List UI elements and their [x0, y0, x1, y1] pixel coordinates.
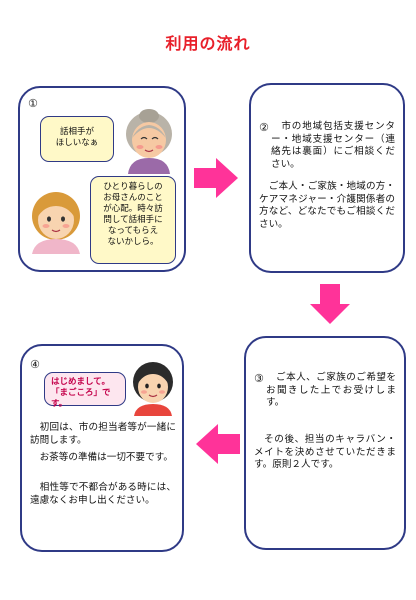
step-2-paragraph-1: 市の地域包括支援センター・地域支援センター（連絡先は裏面）にご相談ください。 — [271, 121, 395, 170]
step-4-paragraph-2: お茶等の準備は一切不要です。 — [30, 452, 173, 463]
step-4-number: ④ — [30, 358, 40, 371]
step-2-box: ② 市の地域包括支援センター・地域支援センター（連絡先は裏面）にご相談ください。… — [249, 83, 405, 273]
step-1-box: ① 話相手が ほしいなぁ ひとり暮らしの — [18, 86, 186, 272]
step-4-paragraph-3: 相性等で不都合がある時には、遠慮なくお申し出ください。 — [30, 482, 176, 506]
step-2-paragraph-2: ご本人・ご家族・地域の方・ケアマネジャー・介護関係者の方など、どなたでもご相談く… — [259, 181, 395, 230]
elderly-woman-icon — [120, 108, 178, 174]
arrow-left-icon — [196, 424, 240, 464]
step-3-box: ③ ご本人、ご家族のご希望をお聞きした上でお受けします。 その後、担当のキャラバ… — [244, 336, 406, 550]
step-3-number: ③ — [254, 372, 264, 385]
daughter-icon — [26, 188, 86, 254]
step-1-number: ① — [28, 97, 38, 110]
step-4-paragraph-1: 初回は、市の担当者等が一緒に訪問します。 — [30, 422, 176, 446]
step-3-paragraph-2: その後、担当のキャラバン・メイトを決めさせていただきます。原則２人です。 — [254, 434, 396, 471]
step-3-paragraph-1: ご本人、ご家族のご希望をお聞きした上でお受けします。 — [266, 372, 396, 409]
arrow-right-icon — [194, 158, 238, 198]
speech-bubble-caravan-mate: はじめまして。 「まごころ」です。 — [44, 372, 126, 409]
caravan-mate-icon — [128, 360, 178, 416]
speech-bubble-elderly: 話相手が ほしいなぁ — [40, 116, 114, 162]
page-title: 利用の流れ — [165, 34, 251, 53]
arrow-down-icon — [310, 284, 350, 324]
step-4-box: ④ はじめまして。 「まごころ」です。 初回は、市の担当者等が一緒に訪問します。… — [20, 344, 184, 552]
speech-bubble-daughter: ひとり暮らしの お母さんのこと が心配。時々訪 問して話相手に なってもらえ な… — [90, 176, 176, 264]
step-2-number: ② — [259, 121, 269, 134]
